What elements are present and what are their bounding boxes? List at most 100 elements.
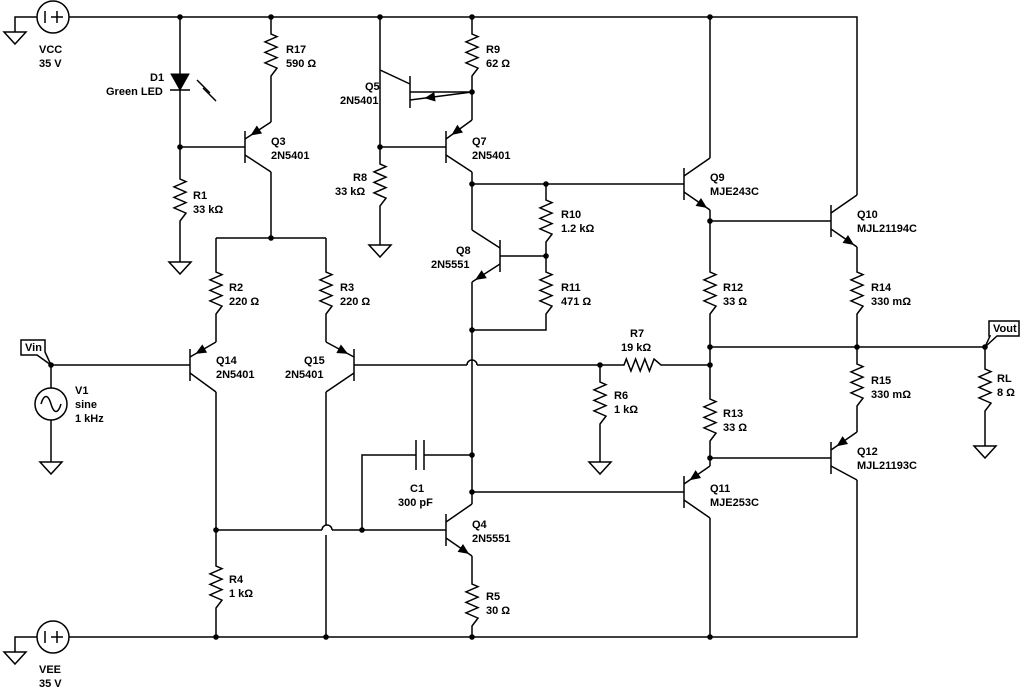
r14-name: R14 <box>871 282 892 294</box>
d1-emit-ray <box>202 87 217 102</box>
components <box>2 0 1020 666</box>
c1-value: 300 pF <box>398 497 433 509</box>
c1-left-wire <box>361 454 416 530</box>
q12-name: Q12 <box>857 446 878 458</box>
q15-part: 2N5401 <box>285 369 324 381</box>
wires <box>48 14 988 640</box>
q7-arrow <box>451 124 463 135</box>
v1-wave: sine <box>75 399 97 411</box>
q9-name: Q9 <box>710 172 725 184</box>
r11-name: R11 <box>561 282 581 294</box>
d1-name: D1 <box>150 72 164 84</box>
q3-arrow <box>250 125 263 136</box>
r4-name: R4 <box>229 574 244 586</box>
q14-part: 2N5401 <box>216 369 255 381</box>
r8-name: R8 <box>353 172 367 184</box>
r11-value: 471 Ω <box>561 296 591 308</box>
q8-arrow <box>475 270 487 280</box>
r11-bottom-wire <box>472 318 547 331</box>
vee-rail <box>69 480 858 638</box>
r17-value: 590 Ω <box>286 58 316 70</box>
wire-crossover <box>466 359 478 366</box>
q5-part: 2N5401 <box>340 95 379 107</box>
r3-name: R3 <box>340 282 354 294</box>
r1-ground <box>167 261 193 276</box>
rl-ground <box>972 445 998 460</box>
v1-name: V1 <box>75 385 88 397</box>
r10-resistor <box>538 196 554 246</box>
q5-name: Q5 <box>365 81 380 93</box>
vout-port-label: Vout <box>993 323 1017 335</box>
r12-resistor <box>702 268 718 318</box>
q10-name: Q10 <box>857 209 878 221</box>
r13-name: R13 <box>723 408 743 420</box>
r8-ground <box>367 244 393 259</box>
r14-value: 330 mΩ <box>871 296 911 308</box>
q3-part: 2N5401 <box>271 150 310 162</box>
r9-value: 62 Ω <box>486 58 510 70</box>
q3-name: Q3 <box>271 136 286 148</box>
q9-collector <box>683 157 711 177</box>
r3-value: 220 Ω <box>340 296 370 308</box>
q7-name: Q7 <box>472 136 487 148</box>
q7-collector <box>445 154 473 173</box>
d1-value: Green LED <box>106 86 163 98</box>
q15-arrow <box>336 344 349 354</box>
r1-resistor <box>172 175 188 225</box>
vee-gnd-wire <box>14 636 37 652</box>
q8-name: Q8 <box>456 245 471 257</box>
vin-port-flag <box>20 339 53 368</box>
r9-resistor <box>464 30 480 80</box>
q8-part: 2N5551 <box>431 259 470 271</box>
q10-collector <box>830 194 858 214</box>
q12-collector <box>830 465 858 481</box>
r7-value: 19 kΩ <box>621 342 651 354</box>
v1-freq: 1 kHz <box>75 413 104 425</box>
vout-port-flag <box>984 320 1020 348</box>
q4-arrow <box>457 543 470 555</box>
r6-value: 1 kΩ <box>614 404 638 416</box>
vee-name: VEE <box>39 664 61 676</box>
q12-arrow <box>836 436 849 447</box>
junction-dot <box>469 327 475 333</box>
r14-resistor <box>849 268 865 318</box>
r2-resistor <box>208 268 224 318</box>
q4-name: Q4 <box>472 519 488 531</box>
q10-arrow <box>842 234 855 246</box>
r13-resistor <box>702 395 718 445</box>
vee-value: 35 V <box>39 678 62 690</box>
r6-ground <box>587 461 613 476</box>
r8-resistor <box>372 160 388 210</box>
r6-resistor <box>592 378 608 428</box>
r12-name: R12 <box>723 282 743 294</box>
r5-resistor <box>464 580 480 630</box>
vcc-name: VCC <box>39 44 62 56</box>
r13-value: 33 Ω <box>723 422 747 434</box>
q14-collector <box>189 372 217 393</box>
r5-name: R5 <box>486 591 500 603</box>
r4-value: 1 kΩ <box>229 588 253 600</box>
q11-collector <box>683 499 711 519</box>
r4-resistor <box>208 562 224 612</box>
q9-arrow <box>695 197 708 209</box>
v1-ground <box>38 461 64 476</box>
vcc-value: 35 V <box>39 58 62 70</box>
vin-port-label: Vin <box>25 342 42 354</box>
vcc-rail <box>69 16 858 195</box>
r12-value: 33 Ω <box>723 296 747 308</box>
vcc-ground-symbol <box>2 31 28 46</box>
r15-resistor <box>849 360 865 410</box>
sine-icon <box>40 395 62 413</box>
r5-value: 30 Ω <box>486 605 510 617</box>
wire-crossover <box>321 524 333 531</box>
q15-collector <box>325 372 355 393</box>
r15-name: R15 <box>871 375 891 387</box>
q5-flip-arrow <box>424 92 436 102</box>
q3-collector <box>244 154 272 173</box>
v1-source-symbol <box>34 387 68 421</box>
q5-flip-collector <box>379 69 411 85</box>
q4-collector <box>445 503 473 523</box>
r1-value: 33 kΩ <box>193 204 223 216</box>
r2-value: 220 Ω <box>229 296 259 308</box>
